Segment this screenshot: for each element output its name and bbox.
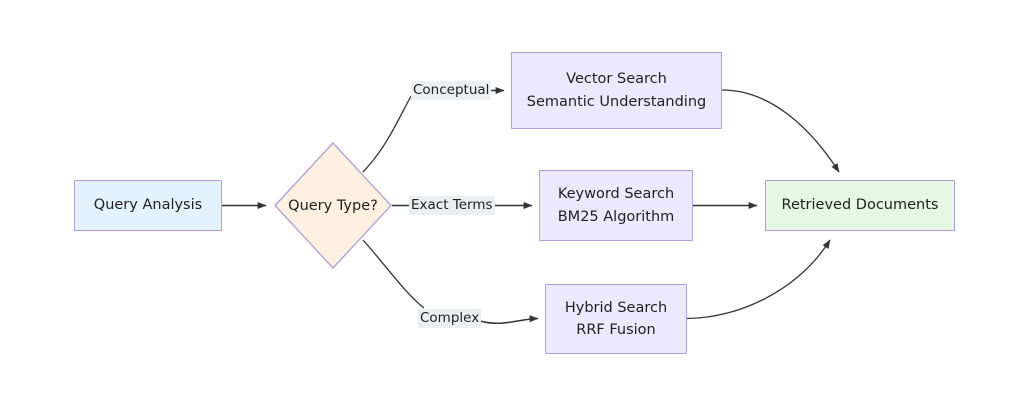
edge-label-exact-terms: Exact Terms bbox=[409, 196, 495, 215]
node-query-analysis-line-1: Query Analysis bbox=[93, 197, 203, 214]
edge-complex-to-hybrid-search bbox=[476, 315, 539, 325]
node-vector-search-line-1: Vector Search bbox=[566, 71, 667, 88]
node-keyword-search[interactable]: Keyword Search BM25 Algorithm bbox=[539, 170, 693, 241]
node-retrieved-documents-line-1: Retrieved Documents bbox=[781, 197, 939, 214]
node-keyword-search-line-1: Keyword Search bbox=[557, 186, 675, 203]
node-keyword-search-line-2: BM25 Algorithm bbox=[557, 208, 675, 225]
edge-label-conceptual: Conceptual bbox=[411, 81, 492, 100]
node-vector-search-line-2: Semantic Understanding bbox=[526, 93, 707, 110]
edge-hybrid-search-to-retrieved-documents bbox=[686, 239, 831, 320]
edge-query-type-to-conceptual-label bbox=[362, 95, 412, 173]
diamond-shape bbox=[274, 142, 392, 269]
node-query-type-label: Query Type? bbox=[288, 197, 378, 214]
node-retrieved-documents[interactable]: Retrieved Documents bbox=[765, 180, 955, 231]
node-hybrid-search-line-1: Hybrid Search bbox=[564, 299, 668, 316]
node-vector-search[interactable]: Vector Search Semantic Understanding bbox=[511, 52, 722, 129]
node-query-analysis[interactable]: Query Analysis bbox=[74, 180, 222, 231]
edge-label-complex: Complex bbox=[418, 309, 482, 328]
edge-query-type-to-complex-label bbox=[362, 239, 425, 309]
node-hybrid-search-line-2: RRF Fusion bbox=[576, 322, 656, 338]
edge-vector-search-to-retrieved-documents bbox=[721, 89, 840, 173]
node-query-type[interactable]: Query Type? bbox=[274, 142, 392, 269]
node-hybrid-search[interactable]: Hybrid Search RRF Fusion bbox=[545, 284, 687, 354]
